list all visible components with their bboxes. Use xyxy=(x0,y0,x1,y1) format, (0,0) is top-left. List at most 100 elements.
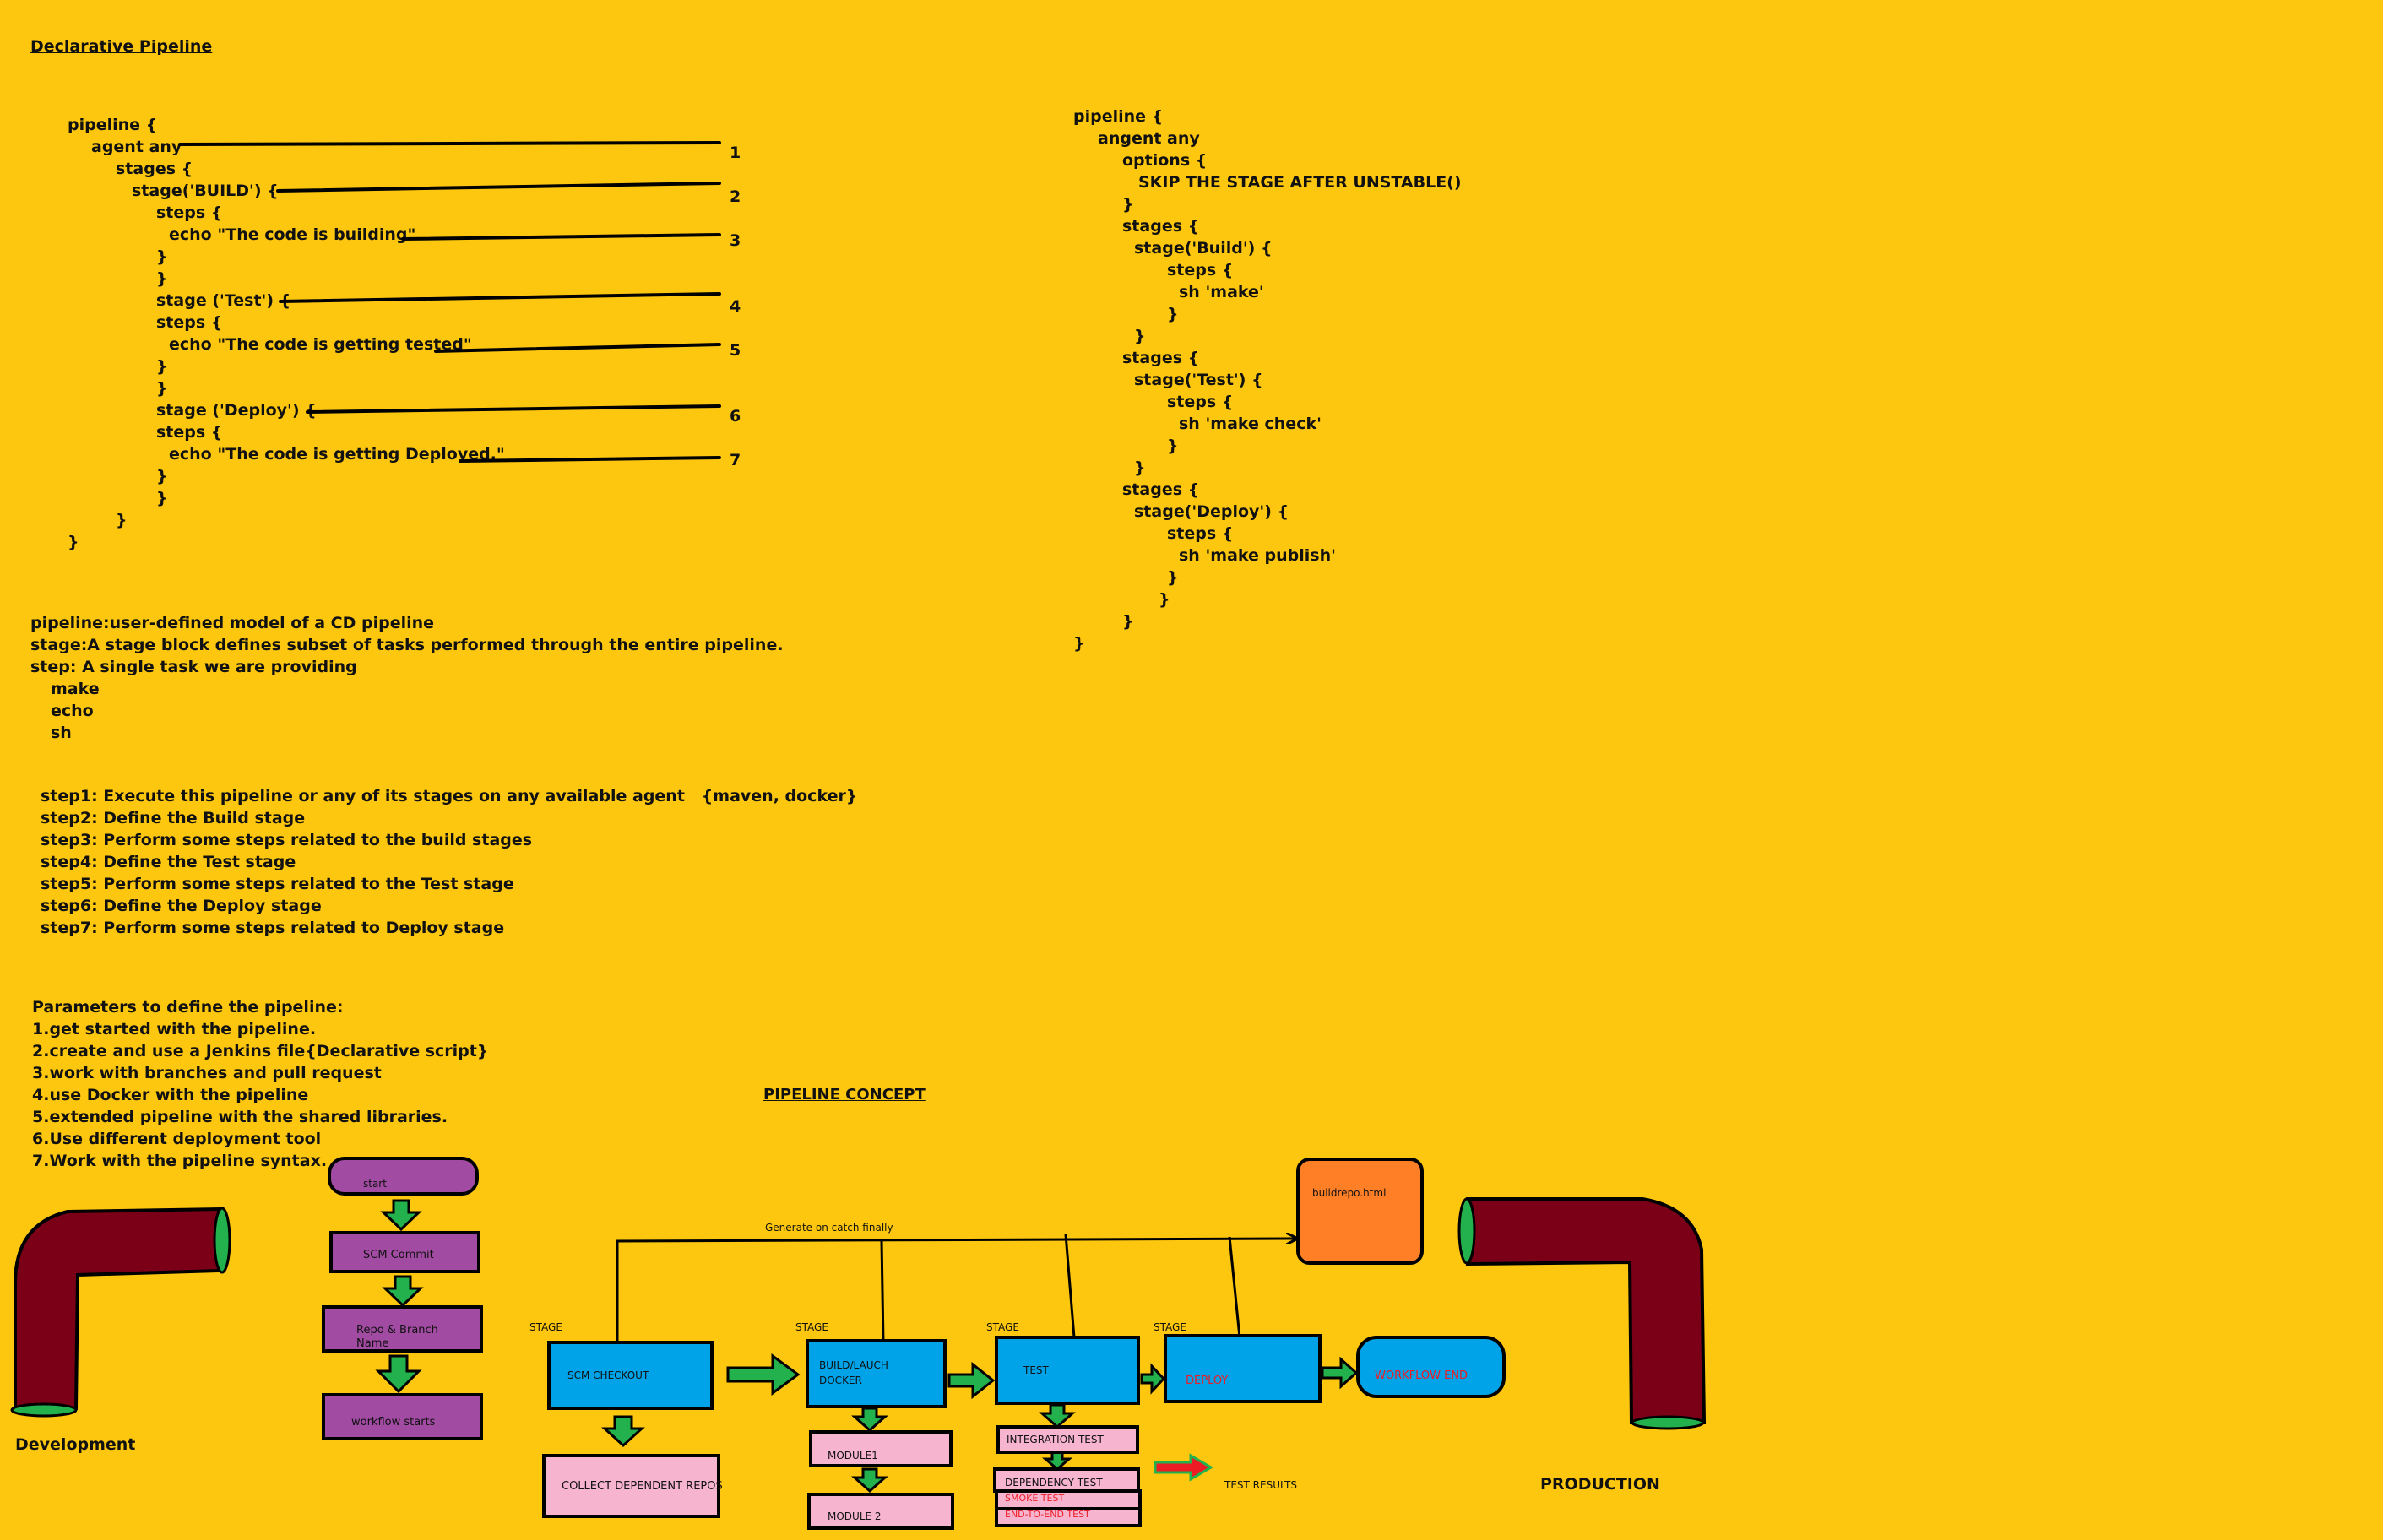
module1-box xyxy=(809,1430,953,1467)
marker-4: 4 xyxy=(730,297,741,316)
module2-label: MODULE 2 xyxy=(828,1510,882,1522)
code-line: pipeline { xyxy=(68,116,158,134)
test-box xyxy=(995,1336,1140,1405)
code-line: stages { xyxy=(1122,480,1200,499)
right-arrow-icon xyxy=(1140,1363,1166,1395)
definition-line: pipeline:user-defined model of a CD pipe… xyxy=(30,614,435,632)
down-arrow-icon xyxy=(1041,1451,1073,1471)
build-label: BUILD/LAUCH DOCKER xyxy=(819,1359,888,1386)
red-arrow-icon xyxy=(1154,1453,1213,1482)
feedback-lines xyxy=(616,1234,1296,1343)
marker-leader-lines xyxy=(178,141,721,463)
down-arrow-icon xyxy=(375,1354,422,1394)
build-box xyxy=(806,1339,947,1408)
code-line: sh 'make check' xyxy=(1179,415,1322,433)
leader-line-4 xyxy=(279,292,721,303)
code-line: stage('Build') { xyxy=(1134,239,1273,258)
code-line: stages { xyxy=(116,160,193,178)
code-line: echo "The code is getting Deployed." xyxy=(169,445,505,464)
right-arrow-icon xyxy=(726,1353,801,1396)
test-label: TEST xyxy=(1023,1364,1049,1376)
parameter-line: 7.Work with the pipeline syntax. xyxy=(32,1152,328,1170)
parameter-line: Parameters to define the pipeline: xyxy=(32,998,344,1017)
workflow-end-label: WORKFLOW END xyxy=(1375,1369,1468,1382)
repo-branch-box xyxy=(322,1305,483,1353)
code-line: sh 'make publish' xyxy=(1179,546,1336,565)
code-line: } xyxy=(1122,195,1134,214)
code-line: } xyxy=(1073,634,1085,653)
parameter-line: 2.create and use a Jenkins file{Declarat… xyxy=(32,1042,489,1060)
buildrepo-box xyxy=(1296,1158,1424,1265)
step-line: step2: Define the Build stage xyxy=(41,809,306,827)
parameter-line: 4.use Docker with the pipeline xyxy=(32,1086,309,1104)
dependency-test-label: DEPENDENCY TEST xyxy=(1005,1477,1103,1488)
code-line: SKIP THE STAGE AFTER UNSTABLE() xyxy=(1138,173,1462,192)
buildrepo-label: buildrepo.html xyxy=(1312,1187,1387,1199)
parameter-line: 5.extended pipeline with the shared libr… xyxy=(32,1108,448,1126)
marker-7: 7 xyxy=(730,451,741,469)
marker-1: 1 xyxy=(730,144,741,162)
code-line: } xyxy=(1167,305,1179,323)
code-line: } xyxy=(1159,590,1170,609)
collect-repos-label: COLLECT DEPENDENT REPOS xyxy=(562,1480,723,1493)
code-line: steps { xyxy=(1167,261,1234,279)
test-results-label: TEST RESULTS xyxy=(1224,1479,1297,1491)
code-line: } xyxy=(156,467,168,485)
scm-commit-box xyxy=(329,1231,480,1273)
code-line: } xyxy=(1134,458,1146,477)
start-label: start xyxy=(363,1178,387,1190)
production-pipe-icon xyxy=(1457,1197,1707,1430)
code-line: } xyxy=(1167,568,1179,587)
code-line: steps { xyxy=(156,313,223,332)
repo-branch-label: Repo & Branch Name xyxy=(356,1324,438,1350)
leader-line-3 xyxy=(401,233,721,241)
code-line: angent any xyxy=(1098,129,1200,148)
code-line: stages { xyxy=(1122,349,1200,367)
down-arrow-icon xyxy=(382,1275,424,1308)
code-line: sh 'make' xyxy=(1179,283,1264,301)
code-line: echo "The code is building" xyxy=(169,225,416,244)
parameter-line: 3.work with branches and pull request xyxy=(32,1064,382,1082)
step-line: step1: Execute this pipeline or any of i… xyxy=(41,787,858,805)
code-line: steps { xyxy=(156,203,223,222)
scm-checkout-label: SCM CHECKOUT xyxy=(567,1369,649,1381)
integration-test-label: INTEGRATION TEST xyxy=(1007,1434,1104,1445)
code-line: } xyxy=(156,489,168,507)
code-line: } xyxy=(1167,437,1179,455)
down-arrow-icon xyxy=(1039,1403,1076,1429)
definition-line: sh xyxy=(51,724,72,742)
leader-line-7 xyxy=(459,456,721,463)
smoke-test-label: SMOKE TEST xyxy=(1005,1493,1065,1504)
code-line: stage('BUILD') { xyxy=(132,182,279,200)
code-line: steps { xyxy=(1167,524,1234,543)
down-arrow-icon xyxy=(851,1467,888,1494)
definition-line: stage:A stage block defines subset of ta… xyxy=(30,636,784,654)
code-line: } xyxy=(116,511,128,529)
right-arrow-icon xyxy=(1321,1356,1359,1390)
code-line: } xyxy=(68,533,79,551)
code-line: stage ('Test') { xyxy=(156,291,291,310)
definitions: pipeline:user-defined model of a CD pipe… xyxy=(0,612,784,766)
deploy-label: DEPLOY xyxy=(1186,1375,1229,1387)
marker-2: 2 xyxy=(730,187,741,206)
step-line: step7: Perform some steps related to Dep… xyxy=(41,919,505,937)
declarative-pipeline-title: Declarative Pipeline xyxy=(30,37,213,56)
scm-checkout-box xyxy=(547,1341,714,1410)
code-line: stage('Deploy') { xyxy=(1134,502,1289,521)
step-line: step6: Define the Deploy stage xyxy=(41,897,322,915)
code-line: steps { xyxy=(156,423,223,442)
definition-line: make xyxy=(51,680,100,698)
workflow-starts-box xyxy=(322,1393,483,1440)
code-line: options { xyxy=(1122,151,1208,170)
step-line: step4: Define the Test stage xyxy=(41,853,296,871)
left-code-block: pipeline { agent any stages { stage('BUI… xyxy=(0,114,505,575)
parameter-line: 6.Use different deployment tool xyxy=(32,1130,322,1148)
code-line: stage ('Deploy') { xyxy=(156,401,317,420)
generate-label: Generate on catch finally xyxy=(765,1222,893,1234)
code-line: pipeline { xyxy=(1073,107,1164,126)
marker-3: 3 xyxy=(730,231,741,250)
code-line: } xyxy=(1134,327,1146,345)
definition-line: step: A single task we are providing xyxy=(30,658,357,676)
e2e-test-box xyxy=(995,1507,1142,1527)
development-label: Development xyxy=(15,1435,136,1454)
